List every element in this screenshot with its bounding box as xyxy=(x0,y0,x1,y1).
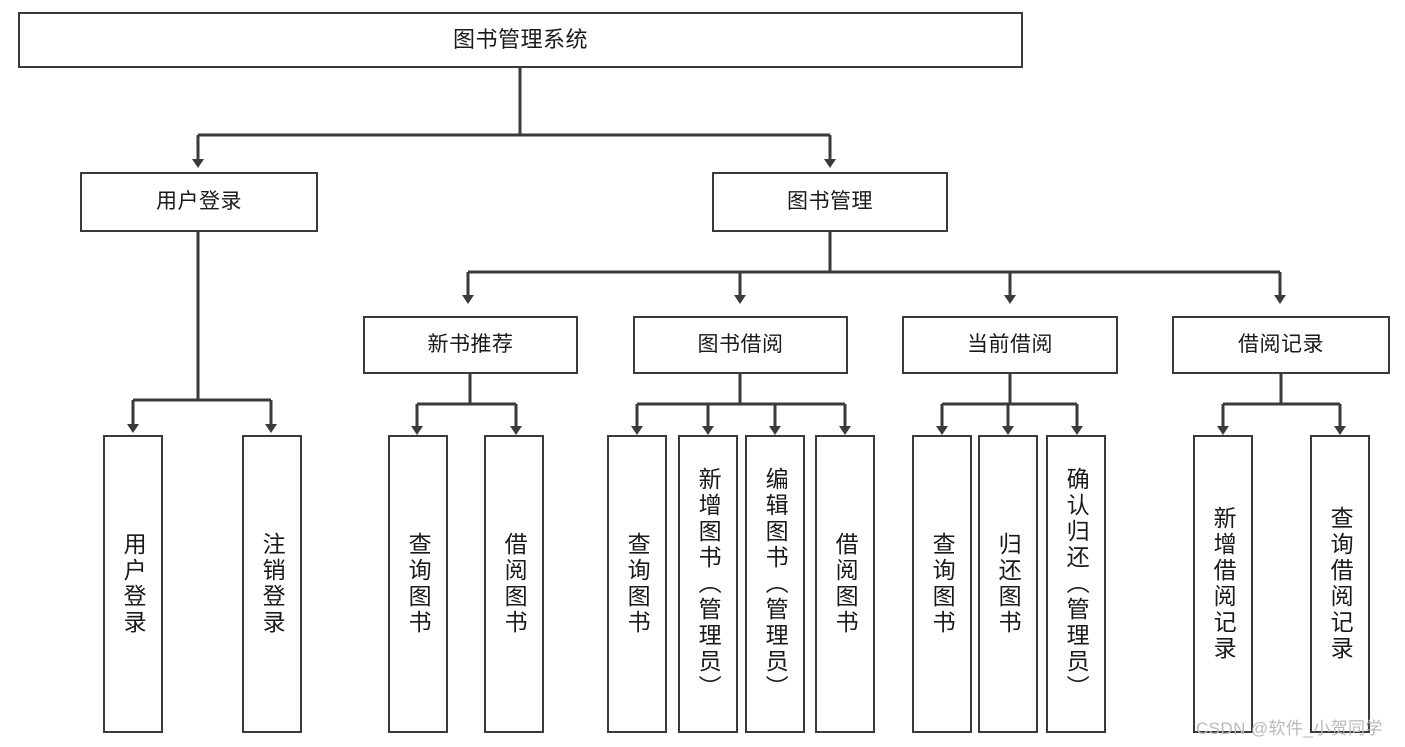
node-label: 注销登录 xyxy=(259,532,286,636)
node-label: 新书推荐 xyxy=(427,332,514,356)
node-label: 确认归还（管理员） xyxy=(1063,467,1090,701)
node-leaf-query-record[interactable]: 查询借阅记录 xyxy=(1310,435,1370,733)
node-label: 编辑图书（管理员） xyxy=(762,467,789,701)
node-leaf-edit-book[interactable]: 编辑图书（管理员） xyxy=(745,435,805,733)
node-label: 图书管理 xyxy=(787,189,873,213)
node-leaf-user-logout[interactable]: 注销登录 xyxy=(242,435,302,733)
node-label: 归还图书 xyxy=(995,532,1022,636)
node-leaf-query-book-2[interactable]: 查询图书 xyxy=(607,435,667,733)
node-label: 查询借阅记录 xyxy=(1327,506,1354,662)
node-root-system[interactable]: 图书管理系统 xyxy=(18,12,1023,68)
node-label: 用户登录 xyxy=(156,189,242,213)
node-label: 查询图书 xyxy=(405,532,432,636)
node-label: 新增借阅记录 xyxy=(1210,506,1237,662)
node-new-book-recommend[interactable]: 新书推荐 xyxy=(363,316,578,374)
node-leaf-query-book-3[interactable]: 查询图书 xyxy=(912,435,972,733)
node-leaf-query-book-1[interactable]: 查询图书 xyxy=(388,435,448,733)
node-label: 借阅图书 xyxy=(501,532,528,636)
node-label: 图书借阅 xyxy=(697,332,784,356)
node-leaf-add-record[interactable]: 新增借阅记录 xyxy=(1193,435,1253,733)
node-current-borrow[interactable]: 当前借阅 xyxy=(902,316,1118,374)
node-leaf-confirm-return[interactable]: 确认归还（管理员） xyxy=(1046,435,1106,733)
node-leaf-borrow-book-2[interactable]: 借阅图书 xyxy=(815,435,875,733)
node-label: 借阅记录 xyxy=(1238,332,1324,356)
node-book-borrow[interactable]: 图书借阅 xyxy=(633,316,848,374)
node-leaf-return-book[interactable]: 归还图书 xyxy=(978,435,1038,733)
node-leaf-add-book[interactable]: 新增图书（管理员） xyxy=(678,435,738,733)
node-leaf-user-login[interactable]: 用户登录 xyxy=(103,435,163,733)
node-user-login[interactable]: 用户登录 xyxy=(80,172,318,232)
node-label: 查询图书 xyxy=(929,532,956,636)
node-label: 当前借阅 xyxy=(967,332,1053,356)
node-book-management[interactable]: 图书管理 xyxy=(712,172,948,232)
node-label: 查询图书 xyxy=(624,532,651,636)
watermark-csdn: CSDN @软件_小贺同学 xyxy=(1196,719,1383,738)
node-leaf-borrow-book-1[interactable]: 借阅图书 xyxy=(484,435,544,733)
node-borrow-record[interactable]: 借阅记录 xyxy=(1172,316,1390,374)
node-label: 用户登录 xyxy=(120,532,147,636)
node-label: 借阅图书 xyxy=(832,532,859,636)
node-label: 新增图书（管理员） xyxy=(695,467,722,701)
node-label: 图书管理系统 xyxy=(452,27,588,53)
